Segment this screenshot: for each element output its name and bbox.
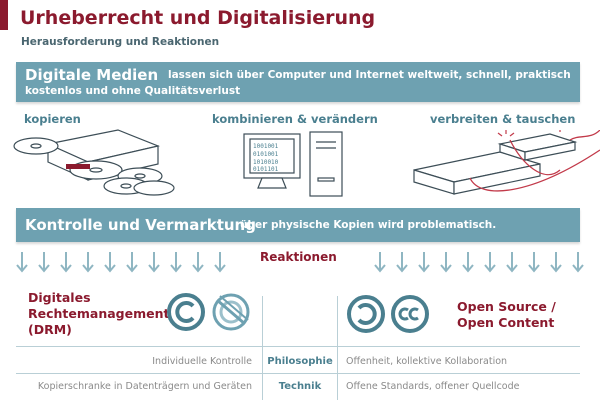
- drm-label-line2: Rechtemanagement: [28, 306, 170, 321]
- computer-icon: 1001001 0101001 1010010 0101101: [236, 126, 356, 204]
- table-row-2-middle: Technik: [278, 381, 322, 392]
- cd-burner-icon: [8, 124, 178, 202]
- page-title: Urheberrecht und Digitalisierung: [20, 7, 376, 29]
- corner-accent: [0, 0, 8, 30]
- open-source-label-line2: Open Content: [457, 315, 555, 330]
- digital-media-band: Digitale Medien lassen sich über Compute…: [16, 62, 580, 102]
- svg-text:1001001: 1001001: [253, 143, 279, 150]
- drm-label-line1: Digitales: [28, 290, 91, 305]
- table-rule-top: [16, 346, 580, 347]
- table-row-1-right: Offenheit, kollektive Kollaboration: [346, 356, 508, 367]
- drm-label: Digitales Rechtemanagement (DRM): [28, 290, 169, 338]
- control-text: über physische Kopien wird problematisch…: [240, 219, 497, 231]
- copyleft-icon: [346, 294, 386, 334]
- table-divider-right: [337, 296, 338, 400]
- copyright-icon: [166, 292, 206, 332]
- router-icon: [410, 130, 600, 202]
- creative-commons-icon: [390, 294, 430, 334]
- table-row-1-left: Individuelle Kontrolle: [152, 356, 252, 367]
- digital-media-text-line2: kostenlos und ohne Qualitätsverlust: [25, 85, 241, 97]
- table-rule-middle: [16, 373, 580, 374]
- svg-text:0101001: 0101001: [253, 151, 279, 158]
- svg-text:1010010: 1010010: [253, 159, 279, 166]
- drm-label-line3: (DRM): [28, 322, 72, 337]
- control-band: Kontrolle und Vermarktung über physische…: [16, 208, 580, 242]
- table-row-2-left: Kopierschranke in Datenträgern und Gerät…: [37, 381, 252, 392]
- digital-media-lead: Digitale Medien: [25, 66, 159, 84]
- page-subtitle: Herausforderung und Reaktionen: [21, 36, 220, 48]
- open-source-label-line1: Open Source /: [457, 299, 556, 314]
- no-copyright-icon: [210, 292, 252, 332]
- svg-text:0101101: 0101101: [253, 166, 279, 173]
- action-share-label: verbreiten & tauschen: [430, 112, 576, 126]
- table-row-2-right: Offene Standards, offener Quellcode: [346, 381, 520, 392]
- down-arrows-right: [372, 250, 587, 276]
- action-combine-label: kombinieren & verändern: [212, 112, 378, 126]
- control-lead: Kontrolle und Vermarktung: [25, 216, 256, 234]
- digital-media-text-line1: lassen sich über Computer und Internet w…: [168, 69, 571, 81]
- action-copy-label: kopieren: [24, 112, 81, 126]
- table-divider-left: [262, 296, 263, 400]
- open-source-label: Open Source / Open Content: [457, 299, 556, 331]
- down-arrows-left: [14, 250, 229, 276]
- reactions-label: Reaktionen: [260, 250, 337, 264]
- table-row-1-middle: Philosophie: [267, 356, 333, 367]
